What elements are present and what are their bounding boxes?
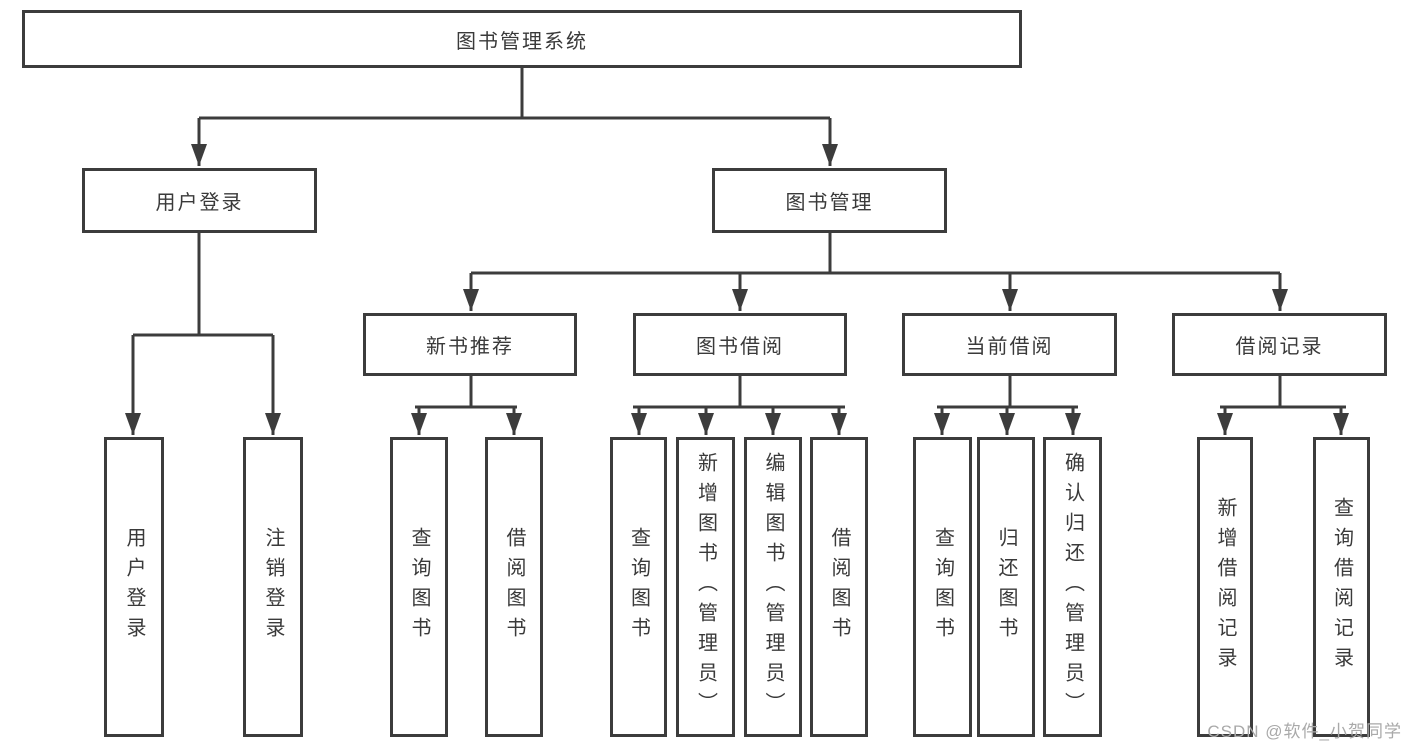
node-label: 查询图书: [627, 527, 650, 647]
node-label: 图书借阅: [696, 336, 784, 358]
leaf-add-borrow-record: 新增借阅记录: [1197, 437, 1253, 737]
leaf-borrow-books: 借阅图书: [810, 437, 868, 737]
node-label: 用户登录: [123, 527, 145, 647]
leaf-logout: 注销登录: [243, 437, 303, 737]
node-label: 用户登录: [155, 192, 244, 214]
leaf-query-books-current: 查询图书: [913, 437, 972, 737]
node-label: 查询图书: [408, 527, 430, 647]
node-label: 归还图书: [995, 527, 1017, 647]
node-book-borrow: 图书借阅: [633, 313, 847, 376]
node-label: 图书管理系统: [456, 30, 588, 53]
node-user-login: 用户登录: [82, 168, 317, 233]
node-label: 借阅图书: [503, 527, 525, 647]
leaf-add-book-admin: 新增图书（管理员）: [676, 437, 735, 737]
node-label: 编辑图书（管理员）: [762, 452, 784, 722]
leaf-borrow-books-recommend: 借阅图书: [485, 437, 543, 737]
leaf-user-login: 用户登录: [104, 437, 164, 737]
leaf-confirm-return-admin: 确认归还（管理员）: [1043, 437, 1102, 737]
node-label: 借阅图书: [828, 527, 850, 647]
leaf-query-borrow-record: 查询借阅记录: [1313, 437, 1370, 737]
node-borrow-records: 借阅记录: [1172, 313, 1387, 376]
node-label: 借阅记录: [1235, 336, 1324, 358]
node-label: 新增借阅记录: [1214, 497, 1236, 677]
node-label: 注销登录: [262, 527, 284, 647]
node-label: 新增图书（管理员）: [694, 452, 717, 722]
node-current-borrow: 当前借阅: [902, 313, 1117, 376]
leaf-return-books: 归还图书: [977, 437, 1035, 737]
node-book-management: 图书管理: [712, 168, 947, 233]
node-label: 当前借阅: [965, 336, 1054, 358]
csdn-watermark: CSDN @软件_小贺同学: [1207, 722, 1402, 741]
node-label: 新书推荐: [426, 336, 514, 358]
leaf-query-books-recommend: 查询图书: [390, 437, 448, 737]
leaf-query-books-borrow: 查询图书: [610, 437, 667, 737]
node-label: 图书管理: [785, 192, 874, 214]
node-label: 确认归还（管理员）: [1061, 452, 1084, 722]
leaf-edit-book-admin: 编辑图书（管理员）: [744, 437, 802, 737]
node-new-book-recommend: 新书推荐: [363, 313, 577, 376]
node-label: 查询借阅记录: [1330, 497, 1353, 677]
node-label: 查询图书: [931, 527, 954, 647]
node-root: 图书管理系统: [22, 10, 1022, 68]
